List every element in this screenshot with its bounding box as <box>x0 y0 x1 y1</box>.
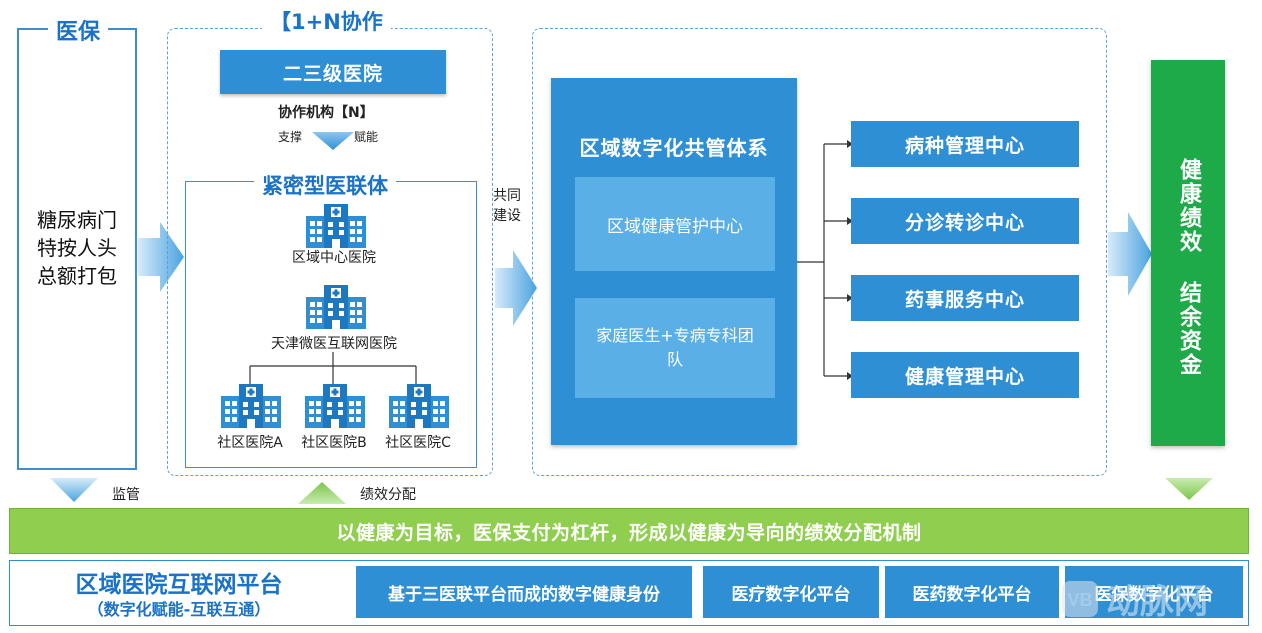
family-doctor-label: 家庭医生+专病专科团队 <box>596 326 754 369</box>
arrow-right-icon <box>1108 212 1152 296</box>
insurance-desc: 糖尿病门 特按人头 总额打包 <box>22 206 132 290</box>
hospital-icon <box>389 382 449 428</box>
watermark-icon: VB <box>1062 580 1098 617</box>
digital-system-title: 区域数字化共管体系 <box>579 136 769 160</box>
digital-identity-platform: 基于三医联平台而成的数字健康身份 <box>356 566 692 618</box>
hospital-icon <box>306 202 366 248</box>
arrow-up-icon <box>298 482 346 504</box>
health-care-center-label: 区域健康管护中心 <box>607 216 743 237</box>
community-hospital-c: 社区医院C <box>385 435 451 451</box>
health-management-center: 健康管理中心 <box>851 352 1079 398</box>
health-performance-label: 健康绩效 结余资金 <box>1176 158 1201 377</box>
digital-system-panel <box>532 28 1107 476</box>
co-build-label-2: 建设 <box>493 208 521 224</box>
hospital-icon <box>221 382 281 428</box>
empower-label: 赋能 <box>354 130 379 144</box>
regional-center-hospital: 区域中心医院 <box>292 250 376 266</box>
medical-alliance-title: 紧密型医联体 <box>254 170 396 200</box>
health-care-center-box: 区域健康管护中心 <box>575 177 775 271</box>
hospital-icon <box>305 382 365 428</box>
svg-text:VB: VB <box>1067 590 1092 610</box>
medical-digital-platform: 医疗数字化平台 <box>703 566 879 618</box>
pharma-digital-platform: 医药数字化平台 <box>885 566 1059 618</box>
watermark-text: 动脉网 <box>1106 582 1208 622</box>
performance-mechanism-bar: 以健康为目标，医保支付为杠杆，形成以健康为导向的绩效分配机制 <box>9 508 1249 554</box>
supervision-label: 监管 <box>112 487 140 503</box>
arrow-down-icon <box>50 478 98 502</box>
arrow-right-icon <box>495 250 537 326</box>
community-hospital-b: 社区医院B <box>301 435 367 451</box>
platform-title: 区域医院互联网平台 <box>75 572 283 598</box>
arrow-right-icon <box>138 222 184 292</box>
family-doctor-box: 家庭医生+专病专科团队 <box>575 298 775 398</box>
performance-mechanism-text: 以健康为目标，医保支付为杠杆，形成以健康为导向的绩效分配机制 <box>336 521 922 544</box>
insurance-desc-line-3: 总额打包 <box>37 264 117 288</box>
health-performance-box: 健康绩效 结余资金 <box>1151 60 1225 446</box>
pharmacy-service-center: 药事服务中心 <box>851 275 1079 321</box>
collaboration-title: 【1+N协作 <box>262 6 391 36</box>
triage-referral-center: 分诊转诊中心 <box>851 198 1079 244</box>
coop-label: 协作机构【N】 <box>278 105 374 121</box>
arrow-down-icon <box>1165 478 1213 500</box>
insurance-desc-line-1: 糖尿病门 <box>37 208 117 232</box>
tianjin-internet-hospital: 天津微医互联网医院 <box>271 336 397 352</box>
center-connector <box>797 140 853 380</box>
platform-subtitle: （数字化赋能-互联互通） <box>87 600 271 619</box>
insurance-desc-line-2: 特按人头 <box>37 236 117 260</box>
performance-label: 绩效分配 <box>360 487 416 503</box>
support-label: 支撑 <box>278 130 303 144</box>
disease-management-center: 病种管理中心 <box>851 121 1079 167</box>
co-build-label-1: 共同 <box>493 188 521 204</box>
arrow-down-icon <box>312 132 354 150</box>
hospital-icon <box>306 283 366 329</box>
community-hospital-a: 社区医院A <box>217 435 283 451</box>
insurance-title: 医保 <box>48 14 109 46</box>
tree-connector <box>249 352 417 386</box>
watermark-logo: VB 动脉网 <box>1060 574 1208 623</box>
tertiary-hospital-box: 二三级医院 <box>220 50 446 94</box>
